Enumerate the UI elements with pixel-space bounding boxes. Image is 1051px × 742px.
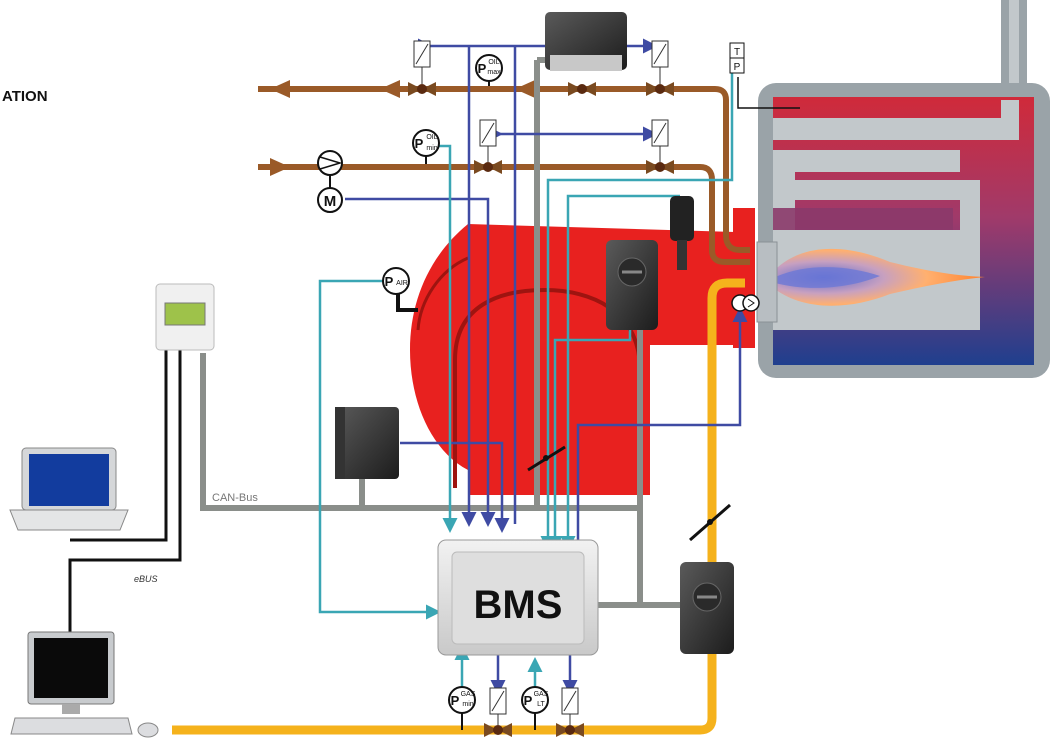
burner-flange [733, 208, 755, 348]
svg-text:AIR: AIR [396, 280, 408, 287]
oil-valve [646, 40, 674, 96]
desktop-monitor [10, 631, 159, 738]
laptop [9, 447, 129, 531]
air-damper-actuator [335, 407, 399, 479]
air-pressure-switch: P AIR [382, 267, 410, 295]
svg-text:P: P [451, 693, 460, 708]
bms-label: BMS [474, 583, 563, 627]
oil-max-pressure-switch: P OIL max [475, 54, 503, 86]
teal-signal-lines [318, 70, 734, 692]
oil-flow-arrow [515, 80, 535, 98]
svg-text:P: P [734, 62, 741, 73]
ebus-lines [68, 350, 182, 632]
svg-text:P: P [524, 693, 533, 708]
can-bus-label: CAN-Bus [212, 492, 258, 504]
gas-min-pressure-switch: P GAS min [448, 686, 476, 730]
gas-valve [556, 687, 584, 737]
svg-text:GAS: GAS [534, 691, 549, 698]
oil-flow-arrow [270, 158, 290, 176]
svg-text:P: P [385, 274, 394, 289]
temperature-sensor: T P [729, 42, 745, 74]
svg-text:OIL: OIL [488, 59, 499, 66]
gas-valve [484, 687, 512, 737]
oil-regulator-actuator [545, 12, 627, 71]
svg-text:OIL: OIL [426, 134, 437, 141]
flame [770, 248, 985, 306]
svg-text:T: T [734, 47, 740, 58]
ignition-sensor [731, 294, 760, 312]
fuel-actuator [606, 240, 658, 330]
motor-label: M [324, 193, 337, 210]
oil-min-pressure-switch: P OIL min [412, 129, 440, 164]
oil-pump [317, 150, 343, 188]
gas-actuator [680, 562, 734, 654]
burner-tube [756, 241, 778, 323]
svg-text:min: min [426, 145, 437, 152]
oil-valve [474, 119, 502, 174]
temp-sensor-wire [737, 77, 800, 109]
svg-text:GAS: GAS [461, 691, 476, 698]
oil-valve [646, 119, 674, 174]
diagram-heading: ATION [2, 88, 48, 105]
svg-text:min: min [462, 701, 473, 708]
bms-controller: BMS [437, 539, 599, 656]
oil-return-line [258, 86, 750, 253]
ebus-logo: eBUS [134, 574, 158, 584]
blue-signal-lines [345, 38, 748, 695]
oil-preheater [670, 196, 694, 270]
gas-line [172, 278, 745, 735]
air-pressure-tube [396, 290, 418, 312]
oil-flow-arrow [270, 80, 290, 98]
oil-flow-arrow [380, 80, 400, 98]
svg-text:P: P [478, 61, 487, 76]
svg-text:LT: LT [537, 701, 545, 708]
boiler [758, 0, 1050, 378]
pump-motor: M [317, 187, 343, 213]
svg-text:max: max [487, 69, 501, 76]
gas-lt-pressure-switch: P GAS LT [521, 686, 549, 730]
svg-text:P: P [415, 136, 424, 151]
oil-valve [408, 40, 436, 96]
room-thermostat [155, 283, 215, 351]
oil-valve [568, 82, 596, 96]
